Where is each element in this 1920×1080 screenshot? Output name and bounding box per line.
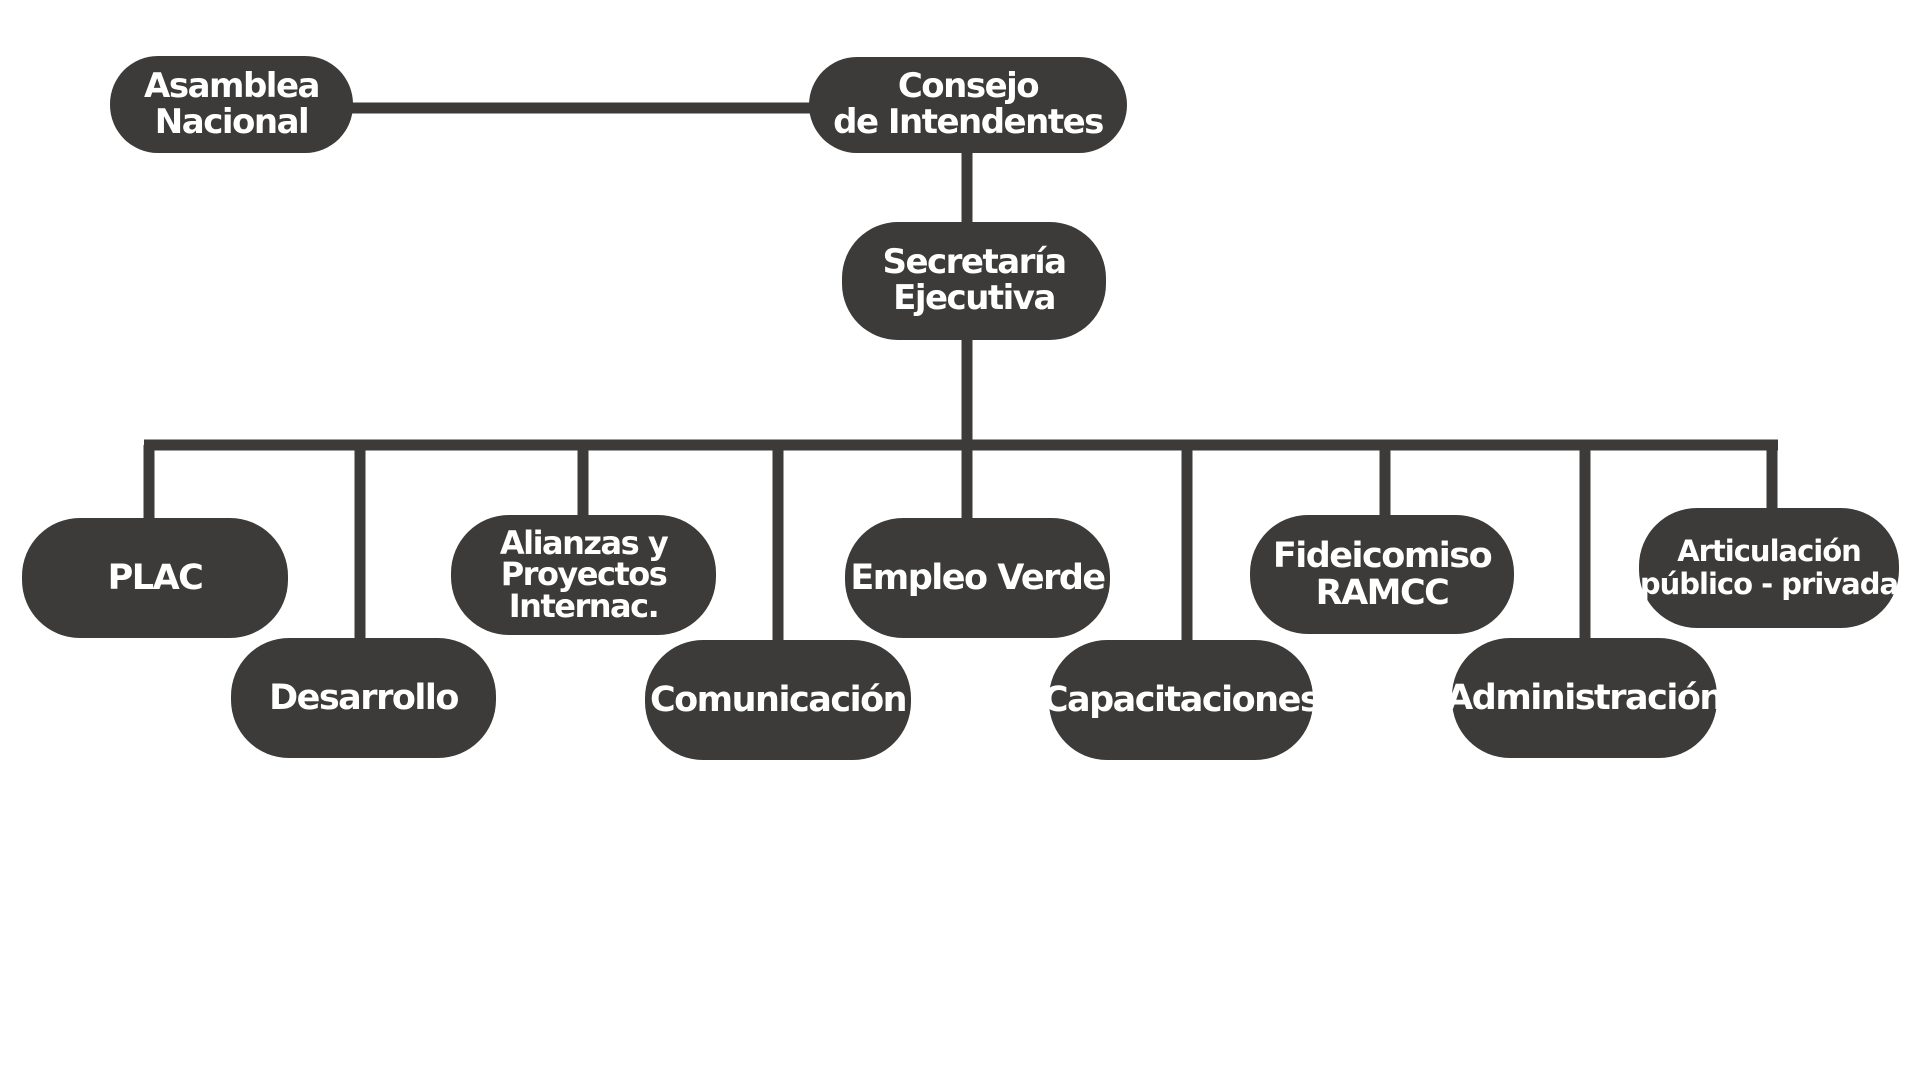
node-alianzas-proyectos: Alianzas y Proyectos Internac. [451,515,716,635]
node-label: Fideicomiso RAMCC [1272,535,1493,613]
node-articulacion-publico-privada: Articulación público - privada [1639,508,1899,628]
node-label: Capacitaciones [1042,679,1321,720]
node-plac: PLAC [22,518,288,638]
node-secretaria-ejecutiva: Secretaría Ejecutiva [842,222,1106,340]
node-label: Desarrollo [269,677,459,718]
node-fideicomiso-ramcc: Fideicomiso RAMCC [1250,515,1514,634]
node-label: Consejo de Intendentes [833,66,1104,142]
node-label: Comunicación [649,679,908,720]
node-empleo-verde: Empleo Verde [845,518,1110,638]
node-label: PLAC [107,557,204,598]
node-label: Administración [1446,677,1724,718]
node-label: Articulación público - privada [1639,533,1899,601]
node-capacitaciones: Capacitaciones [1043,640,1321,760]
node-desarrollo: Desarrollo [231,638,496,758]
node-label: Empleo Verde [850,557,1106,598]
node-consejo-de-intendentes: Consejo de Intendentes [809,57,1127,153]
node-label: Secretaría Ejecutiva [882,242,1067,318]
node-asamblea-nacional: Asamblea Nacional [110,56,353,153]
node-administracion: Administración [1446,638,1724,758]
node-comunicacion: Comunicación [645,640,911,760]
node-label: Alianzas y Proyectos Internac. [499,524,669,625]
node-label: Asamblea Nacional [144,65,320,142]
